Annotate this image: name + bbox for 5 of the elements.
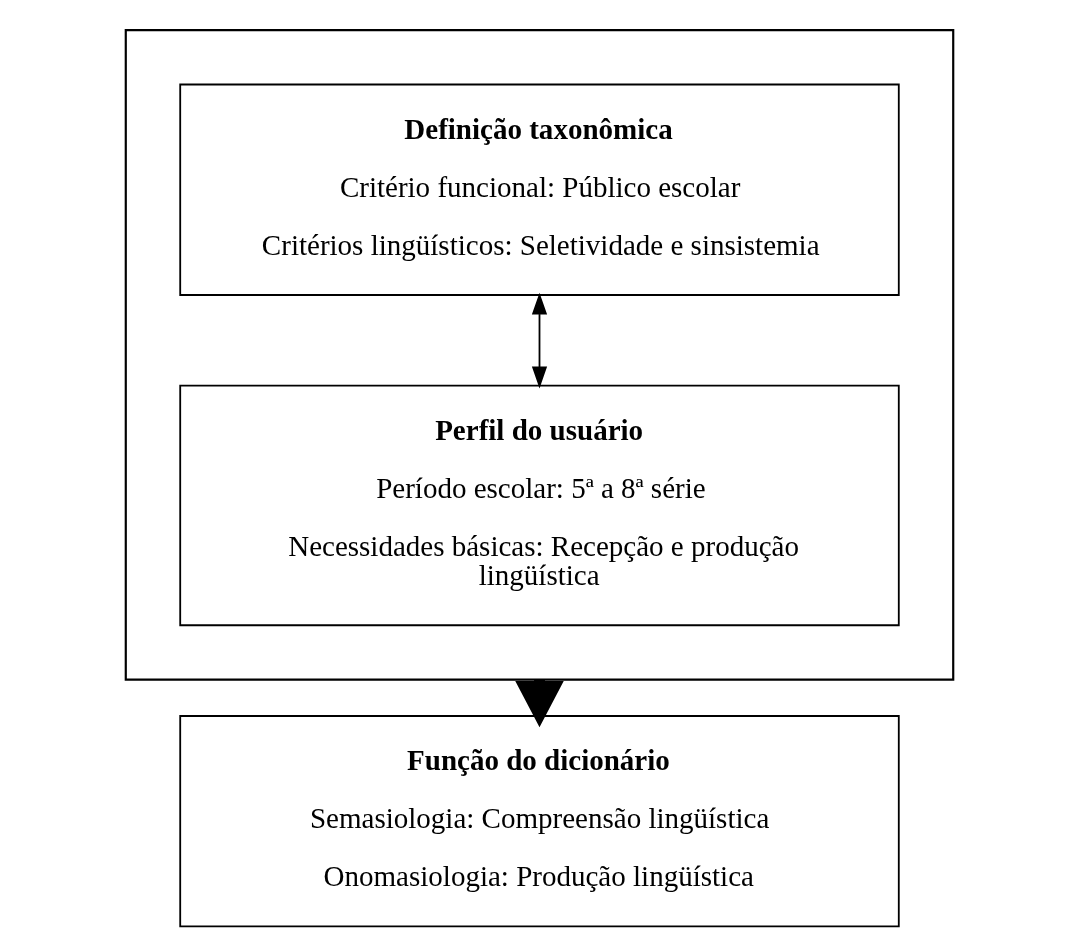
node-box: Definição taxonômica Critério funcional: Público escolar Critérios lingüísticos: Seletividade e sinsistemia <box>178 83 900 296</box>
node-box: Perfil do usuário Período escolar: 5ª a 8ª série Necessidades básicas: Recepção e produção lingüística <box>178 384 900 627</box>
cluster <box>124 28 954 681</box>
arrow <box>531 292 547 389</box>
node-box: Função do dicionário Semasiologia: Compreensão lingüística Onomasiologia: Produção lingüística <box>178 715 900 928</box>
